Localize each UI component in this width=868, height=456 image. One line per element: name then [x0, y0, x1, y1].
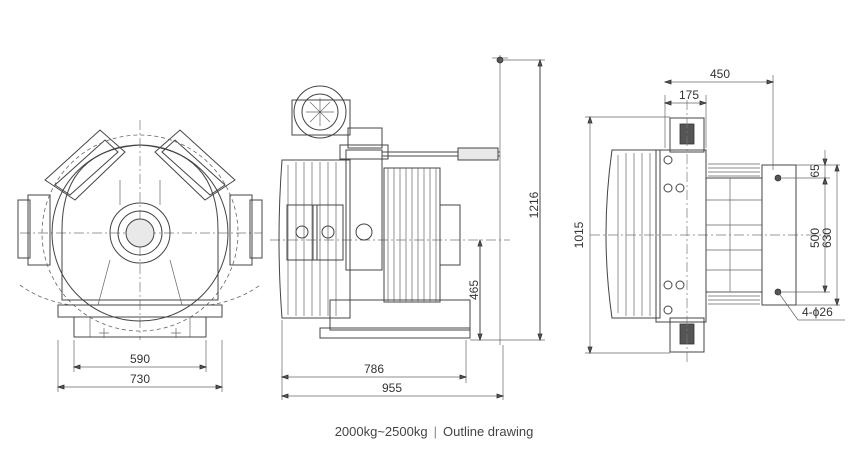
front-view	[17, 120, 263, 392]
dim-175: 175	[679, 88, 699, 102]
caption-model: 2000kg~2500kg	[334, 424, 428, 439]
caption: 2000kg~2500kg | Outline drawing	[0, 424, 868, 439]
top-view	[585, 75, 845, 362]
dim-1216: 1216	[527, 191, 541, 218]
dim-1015: 1015	[572, 221, 586, 248]
dim-730: 730	[130, 372, 150, 386]
dim-holes: 4-ϕ26	[802, 305, 833, 319]
caption-separator: |	[433, 424, 437, 439]
caption-label: Outline drawing	[442, 424, 534, 439]
side-view	[270, 55, 545, 400]
dim-786: 786	[364, 362, 384, 376]
dim-65: 65	[808, 164, 822, 178]
dim-450: 450	[710, 67, 730, 81]
dim-590: 590	[130, 352, 150, 366]
dim-630: 630	[820, 228, 834, 248]
dim-465: 465	[467, 280, 481, 300]
dim-500: 500	[808, 228, 822, 248]
dim-955: 955	[382, 381, 402, 395]
